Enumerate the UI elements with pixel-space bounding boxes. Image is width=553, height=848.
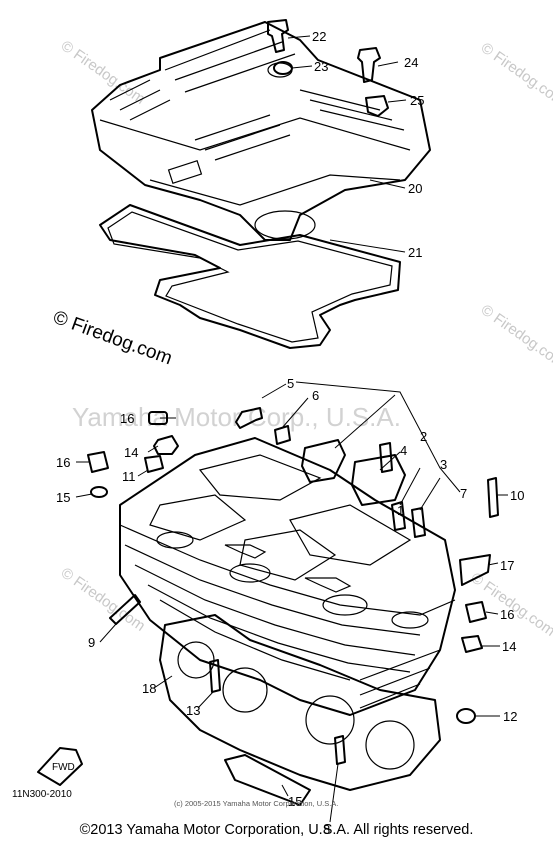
callout-10: 10 xyxy=(510,488,524,503)
callout-7: 7 xyxy=(460,486,467,501)
callout-2: 2 xyxy=(420,429,427,444)
watermark-small-2: © Firedog.com xyxy=(478,39,553,109)
cylinder-head xyxy=(119,437,456,716)
callout-16-top: 16 xyxy=(120,411,134,426)
callout-14-left: 14 xyxy=(124,445,138,460)
callout-24: 24 xyxy=(404,55,418,70)
right-hardware xyxy=(456,477,499,724)
callout-4: 4 xyxy=(400,443,407,458)
watermark-small-4: © Firedog.com xyxy=(58,564,149,634)
callout-18: 18 xyxy=(142,681,156,696)
diagram-code: 11N300-2010 xyxy=(12,789,72,800)
watermark-firedog: © Firedog.com xyxy=(50,307,175,369)
copyright-notice: ©2013 Yamaha Motor Corporation, U.S.A. A… xyxy=(79,822,474,838)
front-arrow: FWD xyxy=(37,747,83,786)
callout-23: 23 xyxy=(314,59,328,74)
callout-1: 1 xyxy=(397,503,404,518)
callout-17: 17 xyxy=(500,558,514,573)
callouts: 22 23 24 25 20 21 5 6 4 2 3 7 1 10 17 16… xyxy=(56,29,524,837)
callout-3: 3 xyxy=(440,457,447,472)
callout-6: 6 xyxy=(312,388,319,403)
stud-left xyxy=(109,594,141,625)
watermark-small-3: © Firedog.com xyxy=(478,301,553,371)
top-hardware xyxy=(267,19,389,117)
callout-25: 25 xyxy=(410,93,424,108)
head-gasket xyxy=(159,614,441,806)
callout-8: 8 xyxy=(323,822,330,837)
callout-9: 9 xyxy=(88,635,95,650)
left-hardware xyxy=(87,411,179,498)
watermark-small-5: © Firedog.com xyxy=(468,569,553,639)
callout-5: 5 xyxy=(287,376,294,391)
front-arrow-label: FWD xyxy=(52,762,75,773)
callout-12: 12 xyxy=(503,709,517,724)
cam-caps xyxy=(235,407,426,538)
callout-13: 13 xyxy=(186,703,200,718)
callout-22: 22 xyxy=(312,29,326,44)
callout-14-right: 14 xyxy=(502,639,516,654)
callout-20: 20 xyxy=(408,181,422,196)
callout-21: 21 xyxy=(408,245,422,260)
head-cover-gasket xyxy=(99,204,401,349)
callout-16-right: 16 xyxy=(500,607,514,622)
leader-lines xyxy=(75,35,508,823)
callout-16-left: 16 xyxy=(56,455,70,470)
watermark-small-1: © Firedog.com xyxy=(58,37,149,107)
watermark-yamaha: Yamaha Motor Corp., U.S.A. xyxy=(72,402,401,432)
callout-11: 11 xyxy=(122,469,136,484)
callout-15-left: 15 xyxy=(56,490,70,505)
fine-print: (c) 2005-2015 Yamaha Motor Corporation, … xyxy=(174,799,338,808)
callout-15-bottom: 15 xyxy=(288,794,302,809)
